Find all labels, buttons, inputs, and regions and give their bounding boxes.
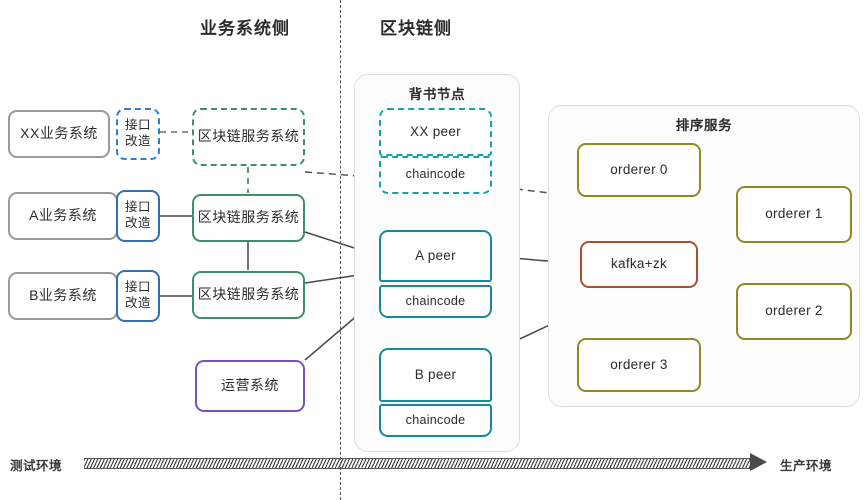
- adapter-a-line1: 接口: [124, 200, 151, 215]
- adapter-xx[interactable]: 接口 改造: [116, 108, 160, 160]
- chaincode-xx[interactable]: chaincode: [379, 156, 492, 194]
- adapter-xx-line2: 改造: [124, 134, 151, 148]
- operations-system[interactable]: 运营系统: [195, 360, 305, 412]
- chaincode-b[interactable]: chaincode: [379, 404, 492, 437]
- adapter-a[interactable]: 接口 改造: [116, 190, 160, 242]
- endorsing-nodes-title: 背书节点: [408, 87, 466, 102]
- orderer-1[interactable]: orderer 1: [736, 186, 852, 243]
- arrow-head-icon: [750, 453, 767, 471]
- environment-progress-arrow: [84, 458, 752, 469]
- section-title-business: 业务系统侧: [200, 19, 290, 38]
- axis-label-test-env: 测试环境: [10, 459, 63, 473]
- blockchain-service-system-b[interactable]: 区块链服务系统: [192, 271, 305, 319]
- adapter-b-line2: 改造: [124, 296, 151, 310]
- adapter-b-line1: 接口: [124, 280, 151, 295]
- blockchain-service-system-a[interactable]: 区块链服务系统: [192, 194, 305, 242]
- section-title-blockchain: 区块链侧: [380, 19, 452, 38]
- kafka-zk-broker[interactable]: kafka+zk: [580, 241, 698, 288]
- ordering-service-title: 排序服务: [675, 118, 733, 133]
- orderer-3[interactable]: orderer 3: [577, 338, 701, 392]
- chaincode-a[interactable]: chaincode: [379, 285, 492, 318]
- blockchain-service-system-planned[interactable]: 区块链服务系统: [192, 108, 305, 166]
- adapter-xx-line1: 接口: [124, 118, 151, 133]
- adapter-a-line2: 改造: [124, 216, 151, 230]
- business-system-a[interactable]: A业务系统: [8, 192, 118, 240]
- peer-xx[interactable]: XX peer: [379, 108, 492, 156]
- orderer-2[interactable]: orderer 2: [736, 283, 852, 340]
- peer-b[interactable]: B peer: [379, 348, 492, 402]
- side-divider: [340, 0, 341, 500]
- business-system-b[interactable]: B业务系统: [8, 272, 118, 320]
- adapter-b[interactable]: 接口 改造: [116, 270, 160, 322]
- axis-label-prod-env: 生产环境: [780, 459, 833, 473]
- business-system-xx[interactable]: XX业务系统: [8, 110, 110, 158]
- orderer-0[interactable]: orderer 0: [577, 143, 701, 197]
- peer-a[interactable]: A peer: [379, 230, 492, 282]
